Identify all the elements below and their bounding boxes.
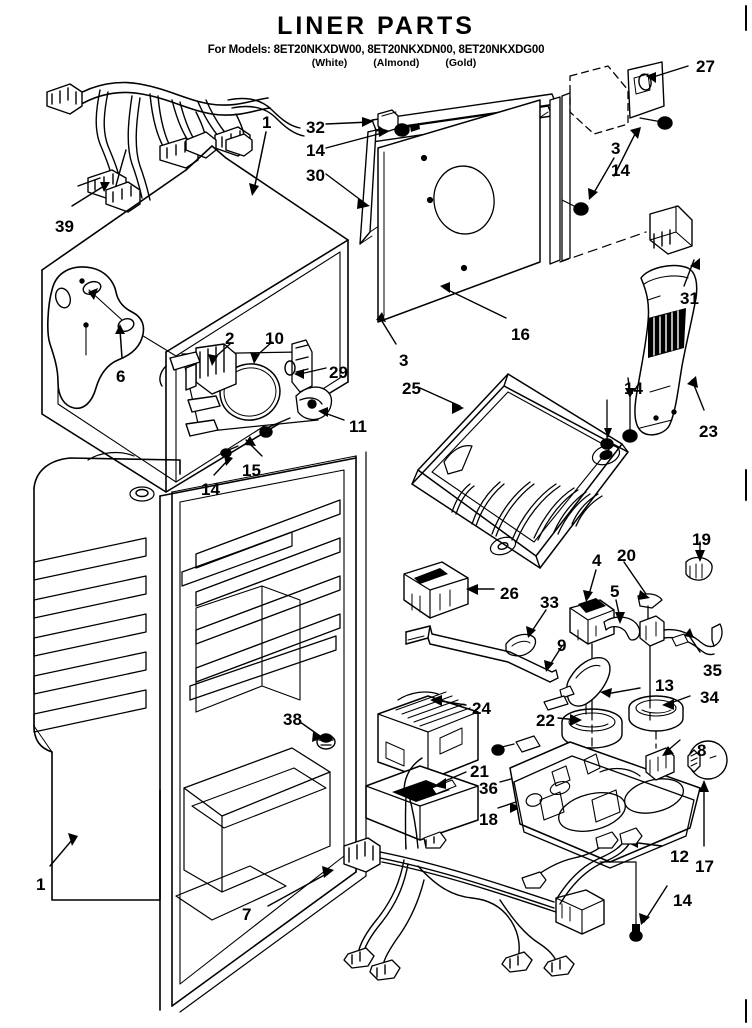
models-line: For Models: 8ET20NKXDW00, 8ET20NKXDN00, … — [207, 44, 545, 56]
upper-wire-harness-art — [47, 83, 304, 213]
callout-24-control-box[interactable]: 24 — [472, 699, 491, 718]
callout-14-screw-d[interactable]: 14 — [201, 480, 220, 499]
rear-access-panel-art — [376, 93, 570, 344]
terminal-block-art — [404, 562, 494, 618]
diagram-header: LINER PARTS For Models: 8ET20NKXDW00, 8E… — [0, 12, 752, 70]
drip-tray-art — [412, 374, 628, 568]
callout-26-terminal-block[interactable]: 26 — [500, 584, 519, 603]
callout-38-plug-button[interactable]: 38 — [283, 710, 302, 729]
callout-8-lamp-socket-screw[interactable]: 8 — [697, 741, 707, 760]
control-box-art — [366, 692, 478, 840]
hinge-bracket-art — [48, 267, 144, 408]
callout-14-screw-b[interactable]: 14 — [611, 161, 630, 180]
liner-cabinet-lower-art — [34, 452, 366, 1012]
grommet-art — [686, 542, 712, 580]
air-duct-assembly-art — [560, 206, 704, 442]
color-label-gold: (Gold) — [445, 57, 477, 69]
callout-34-air-baffle-ring[interactable]: 34 — [700, 688, 719, 707]
hinge-plate-art — [562, 62, 688, 215]
callout-18-bracket-lower[interactable]: 18 — [479, 810, 498, 829]
callout-17-light-bulb[interactable]: 17 — [695, 857, 714, 876]
callout-12-base-housing[interactable]: 12 — [670, 847, 689, 866]
callout-4-thermostat-housing[interactable]: 4 — [592, 551, 602, 570]
air-baffle-rings-art — [558, 696, 690, 748]
callout-25-drip-tray[interactable]: 25 — [402, 379, 421, 398]
callout-3-screw-rear-panel[interactable]: 3 — [399, 351, 409, 370]
callout-10-fan-motor[interactable]: 10 — [265, 329, 284, 348]
callout-13-damper-control[interactable]: 13 — [655, 676, 674, 695]
callout-14-screw-e[interactable]: 14 — [673, 891, 692, 910]
callout-6-hinge-bracket[interactable]: 6 — [116, 367, 126, 386]
color-label-almond: (Almond) — [373, 57, 420, 69]
page-title: LINER PARTS — [277, 12, 475, 40]
callout-11-fan-blade[interactable]: 11 — [349, 417, 367, 436]
callout-3-screw-upper-right[interactable]: 3 — [611, 139, 621, 158]
callout-21-control-box-cover[interactable]: 21 — [470, 762, 489, 781]
main-wire-harness-art — [268, 758, 642, 980]
color-labels: (White) (Almond) (Gold) — [0, 57, 752, 69]
damper-control-art — [544, 658, 640, 714]
callout-5-clip-retainer[interactable]: 5 — [610, 582, 620, 601]
callout-9-support-rod[interactable]: 9 — [557, 636, 567, 655]
callout-20-control-lever-arm[interactable]: 20 — [617, 546, 636, 565]
callout-36-bracket-clip[interactable]: 36 — [479, 779, 498, 798]
callout-1-liner-cabinet-top[interactable]: 1 — [262, 113, 272, 132]
callout-39-upper-wire-harness[interactable]: 39 — [55, 217, 74, 236]
callout-15-screw-fan-mount[interactable]: 15 — [242, 461, 261, 480]
callout-22-air-baffle-ring[interactable]: 22 — [536, 711, 555, 730]
liner-cabinet-upper-art — [42, 132, 348, 492]
plug-button-art — [300, 722, 335, 749]
control-lever-linkage-art — [624, 562, 722, 700]
support-rod-art — [406, 626, 562, 682]
callout-35-linkage-arm[interactable]: 35 — [703, 661, 722, 680]
callout-2-fan-bracket[interactable]: 2 — [225, 329, 235, 348]
callout-27-hinge-plate[interactable]: 27 — [696, 57, 715, 76]
callout-1-liner-cabinet[interactable]: 1 — [36, 875, 46, 894]
callout-30-trim-rail[interactable]: 30 — [306, 166, 325, 185]
callout-19-grommet[interactable]: 19 — [692, 530, 711, 549]
fan-motor-assembly-art — [160, 340, 344, 475]
callout-23-air-duct-assembly[interactable]: 23 — [699, 422, 718, 441]
callout-29-fan-shroud-bracket[interactable]: 29 — [329, 363, 348, 382]
color-label-white: (White) — [311, 57, 348, 69]
callout-31-duct-cap[interactable]: 31 — [680, 289, 699, 308]
base-housing-art — [492, 700, 727, 941]
callout-33-clip-small[interactable]: 33 — [540, 593, 559, 612]
callout-14-screw-a[interactable]: 14 — [306, 141, 325, 160]
clip-small-art — [506, 610, 546, 656]
callout-7-main-wire-harness[interactable]: 7 — [242, 905, 252, 924]
callout-14-screw-c[interactable]: 14 — [624, 379, 643, 398]
callout-32-cap-plug[interactable]: 32 — [306, 118, 325, 137]
callout-16-rear-access-panel[interactable]: 16 — [511, 325, 530, 344]
